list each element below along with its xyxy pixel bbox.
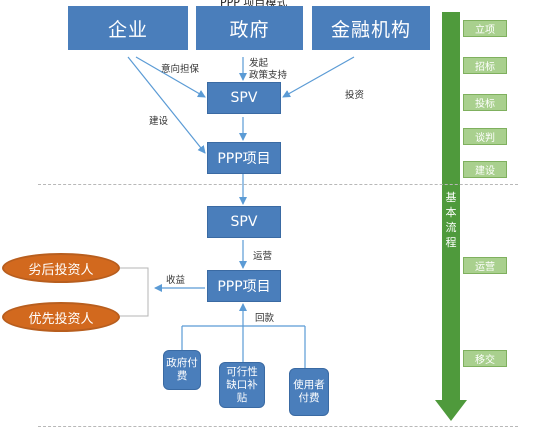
stage-negotiation: 谈判: [463, 128, 507, 145]
payment-viability-gap: 可行性缺口补贴: [219, 362, 265, 408]
entity-enterprise: 企业: [68, 6, 188, 50]
label-operate: 运营: [253, 251, 273, 262]
entity-financial-institution: 金融机构: [312, 6, 430, 50]
payment-government: 政府付费: [163, 350, 201, 390]
arrow-enterprise-to-spv: [135, 56, 206, 98]
flow-label: 基本流程: [445, 191, 457, 249]
stage-tendering: 招标: [463, 57, 507, 74]
label-intent-guarantee: 意向担保: [161, 64, 200, 75]
payment-user: 使用者付费: [289, 368, 329, 416]
node-spv-top: SPV: [207, 82, 281, 114]
investor-senior: 优先投资人: [2, 302, 120, 332]
label-invest: 投资: [345, 90, 365, 101]
title-fragment: PPP 项目模式: [220, 0, 288, 9]
separator-top: [38, 184, 518, 185]
stage-bidding: 投标: [463, 94, 507, 111]
separator-bottom: [38, 426, 518, 427]
stage-project-approval: 立项: [463, 20, 507, 37]
node-ppp-bottom: PPP项目: [207, 270, 281, 302]
investor-bracket: [120, 267, 149, 317]
label-initiate-policy: 发起 政策支持: [249, 58, 288, 81]
arrow-finance-to-spv: [282, 56, 355, 98]
arrow-enterprise-build-to-ppp: [127, 56, 206, 154]
stage-handover: 移交: [463, 350, 507, 367]
flow-arrow: [435, 12, 467, 421]
stage-operation: 运营: [463, 257, 507, 274]
label-revenue: 收益: [166, 275, 186, 286]
node-ppp-top: PPP项目: [207, 142, 281, 174]
label-repayment: 回款: [255, 313, 275, 324]
entity-government: 政府: [196, 6, 303, 50]
investor-subordinated: 劣后投资人: [2, 253, 120, 283]
node-spv-bottom: SPV: [207, 206, 281, 238]
stage-construction: 建设: [463, 161, 507, 178]
label-build: 建设: [149, 116, 169, 127]
